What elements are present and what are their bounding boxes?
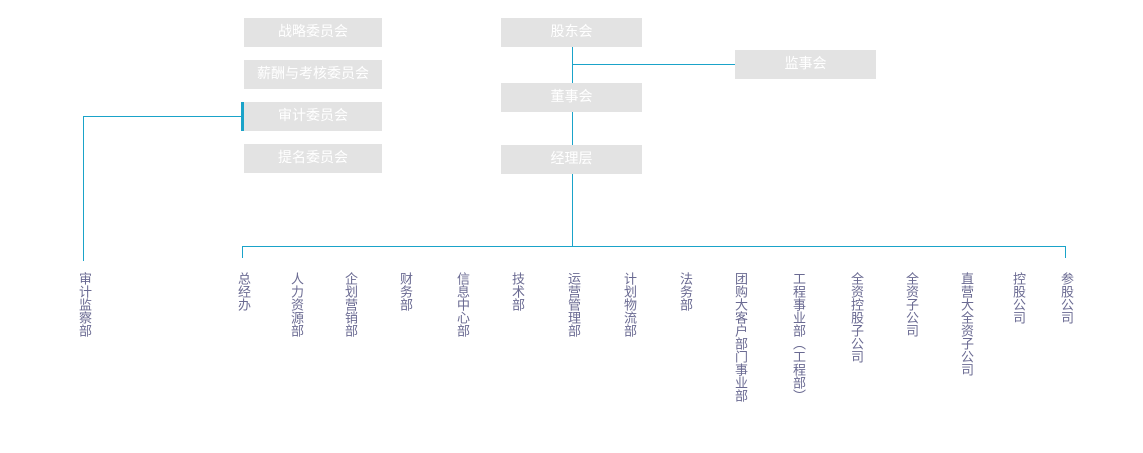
nomination-committee-box: 提名委员会 — [244, 144, 382, 173]
department-label: 运营管理部 — [565, 272, 580, 337]
department-bus-line — [242, 246, 1066, 247]
department-label: 全资子公司 — [903, 272, 918, 337]
compensation-committee-box: 薪酬与考核委员会 — [244, 60, 382, 89]
department-label: 财务部 — [397, 272, 412, 311]
board-box: 董事会 — [501, 83, 642, 112]
department-label: 信息中心部 — [454, 272, 469, 337]
department-label: 人力资源部 — [288, 272, 303, 337]
department-label: 全资控股子公司 — [848, 272, 863, 363]
department-label: 技术部 — [509, 272, 524, 311]
department-label: 参股公司 — [1058, 272, 1073, 324]
department-label: 直营大全资子公司 — [958, 272, 973, 376]
management-box: 经理层 — [501, 145, 642, 174]
department-label: 控股公司 — [1010, 272, 1025, 324]
audit-committee-box: 审计委员会 — [244, 102, 382, 131]
connector-audit-horizontal — [83, 116, 241, 117]
connector-management-bus — [572, 174, 573, 246]
connector-board-management — [572, 112, 573, 145]
audit-committee-marker — [241, 102, 244, 131]
bus-drop-left — [242, 246, 243, 258]
department-label: 总经办 — [235, 272, 250, 311]
department-label: 计划物流部 — [621, 272, 636, 337]
connector-shareholders-board — [572, 47, 573, 84]
connector-audit-vertical — [83, 116, 84, 261]
department-label: 团购大客户部门事业部 — [732, 272, 747, 402]
supervisors-box: 监事会 — [735, 50, 876, 79]
strategy-committee-box: 战略委员会 — [244, 18, 382, 47]
internal-audit-dept-label: 审计监察部 — [76, 272, 91, 337]
bus-drop-right — [1065, 246, 1066, 258]
department-label: 法务部 — [677, 272, 692, 311]
department-label: 企划营销部 — [342, 272, 357, 337]
shareholders-box: 股东会 — [501, 18, 642, 47]
connector-to-supervisors — [572, 64, 735, 65]
department-label: 工程事业部（工程部） — [790, 272, 805, 402]
